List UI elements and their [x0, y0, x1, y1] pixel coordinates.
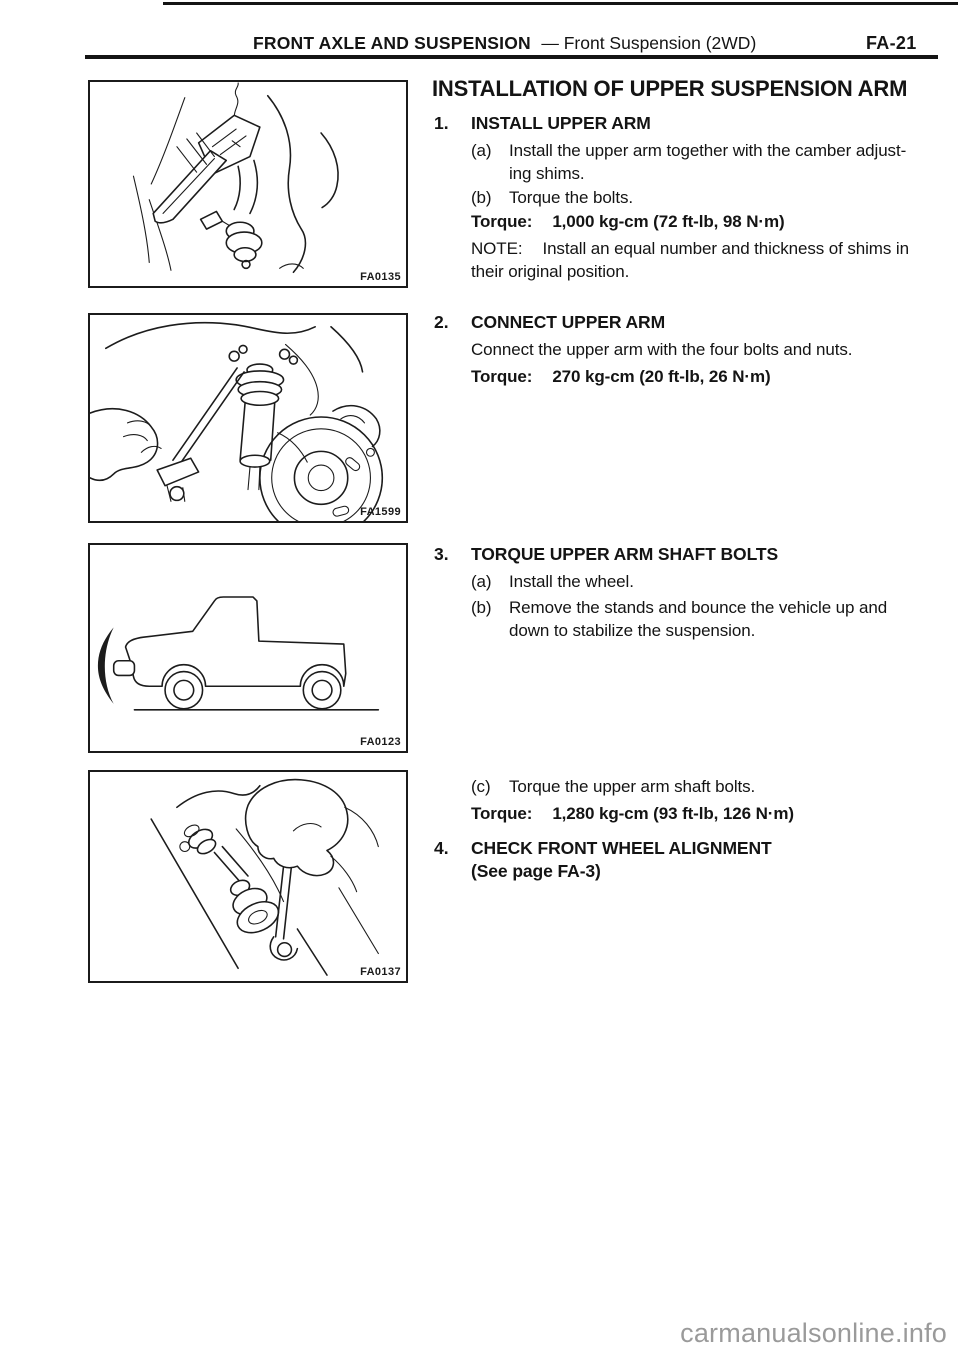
- bounce-arrow-icon: [97, 627, 114, 704]
- page-number: FA-21: [866, 33, 917, 53]
- step-1-heading: INSTALL UPPER ARM: [471, 113, 651, 133]
- torque-value: 1,280 kg-cm (93 ft-lb, 126 N·m): [552, 804, 794, 823]
- step-1-number: 1.: [434, 113, 449, 133]
- header-underline: [85, 55, 938, 59]
- step-3-heading: TORQUE UPPER ARM SHAFT BOLTS: [471, 544, 779, 564]
- step-3-number: 3.: [434, 544, 449, 564]
- step-1a-line2: ing shims.: [509, 164, 585, 183]
- top-edge-rule: [163, 2, 958, 5]
- figure-code: FA1599: [360, 506, 401, 518]
- torque-label: Torque:: [471, 804, 533, 823]
- step-2-heading: CONNECT UPPER ARM: [471, 312, 666, 332]
- page-title: INSTALLATION OF UPPER SUSPENSION ARM: [432, 76, 908, 101]
- watermark: carmanualsonline.info: [680, 1318, 947, 1348]
- step-4-heading: CHECK FRONT WHEEL ALIGNMENT: [471, 838, 772, 858]
- step-2-body: Connect the upper arm with the four bolt…: [471, 340, 853, 359]
- torque-label: Torque:: [471, 367, 533, 386]
- pickup-truck-bounce-illustration: [97, 596, 380, 711]
- step-3c-text: Torque the upper arm shaft bolts.: [509, 777, 756, 796]
- step-1b-text: Torque the bolts.: [509, 188, 633, 207]
- step-3a-text: Install the wheel.: [509, 572, 634, 591]
- torque-label: Torque:: [471, 212, 533, 231]
- step-1b-label: (b): [471, 188, 492, 207]
- figure-code: FA0135: [360, 271, 401, 283]
- header-section-title: FRONT AXLE AND SUSPENSION: [253, 33, 531, 53]
- step-4-number: 4.: [434, 838, 449, 858]
- figure-box-4: FA0137: [88, 770, 408, 983]
- step-1-note-line2: their original position.: [471, 262, 630, 281]
- step-1a-line1: Install the upper arm together with the …: [509, 141, 907, 160]
- step-3-torque-spec: Torque: 1,280 kg-cm (93 ft-lb, 126 N·m): [471, 804, 794, 824]
- torque-shaft-bolts-illustration: [150, 778, 379, 976]
- header-subsection-title: — Front Suspension (2WD): [541, 33, 757, 53]
- figure-box-2: FA1599: [88, 313, 408, 523]
- figure-code: FA0123: [360, 736, 401, 748]
- figure-box-3: FA0123: [88, 543, 408, 753]
- step-3b-line2: down to stabilize the suspension.: [509, 621, 756, 640]
- step-1a-label: (a): [471, 141, 492, 160]
- figure-code: FA0137: [360, 966, 401, 978]
- torque-wrench-upper-arm-illustration: [90, 321, 384, 521]
- page-header: FRONT AXLE AND SUSPENSION — Front Suspen…: [253, 33, 756, 54]
- step-3b-label: (b): [471, 598, 492, 617]
- step-2-number: 2.: [434, 312, 449, 332]
- step-3b-line1: Remove the stands and bounce the vehicle…: [509, 598, 888, 617]
- torque-value: 270 kg-cm (20 ft-lb, 26 N·m): [552, 367, 771, 386]
- upper-arm-camber-shims-illustration: [132, 82, 339, 274]
- step-3c-label: (c): [471, 777, 491, 796]
- step-1-note-line1: NOTE:Install an equal number and thickne…: [471, 239, 909, 258]
- figure-box-1: FA0135: [88, 80, 408, 288]
- note-label: NOTE:: [471, 239, 523, 258]
- step-3a-label: (a): [471, 572, 492, 591]
- step-2-torque-spec: Torque: 270 kg-cm (20 ft-lb, 26 N·m): [471, 367, 771, 387]
- torque-value: 1,000 kg-cm (72 ft-lb, 98 N·m): [552, 212, 785, 231]
- step-1-torque-spec: Torque: 1,000 kg-cm (72 ft-lb, 98 N·m): [471, 212, 785, 232]
- step-4-subheading: (See page FA-3): [471, 861, 601, 881]
